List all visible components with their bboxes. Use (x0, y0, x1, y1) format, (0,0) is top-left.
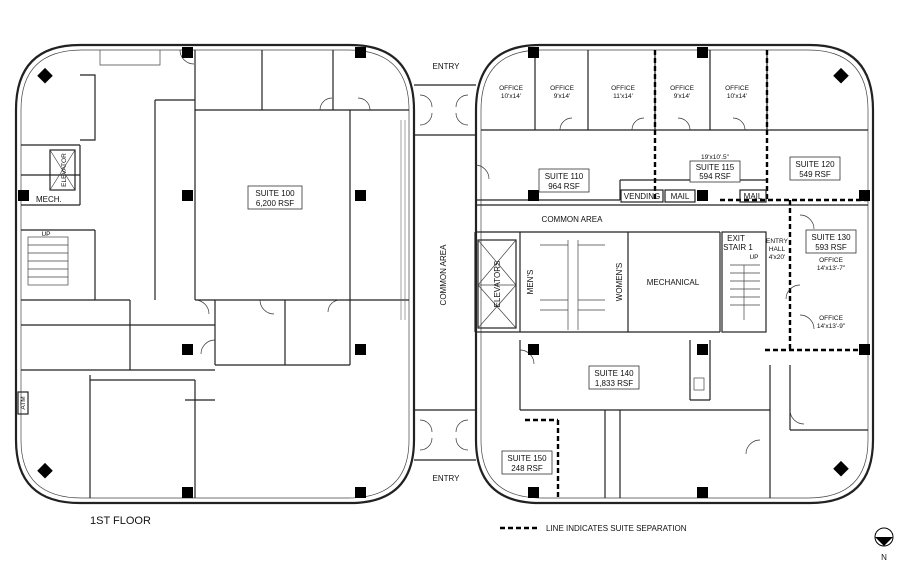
north-arrow-icon: N (874, 527, 894, 562)
svg-text:SUITE 120: SUITE 120 (795, 160, 835, 169)
atm-label: ATM (20, 396, 27, 409)
left-up-label: UP (41, 231, 50, 238)
svg-text:19'x10'.5": 19'x10'.5" (701, 154, 730, 161)
mech-label: MECH. (36, 195, 62, 204)
office-label: OFFICE 11'x14' (611, 85, 635, 100)
svg-text:1,833 RSF: 1,833 RSF (595, 379, 633, 388)
svg-text:14'x13'-9": 14'x13'-9" (817, 323, 846, 330)
svg-text:OFFICE: OFFICE (670, 85, 694, 92)
svg-text:OFFICE: OFFICE (499, 85, 523, 92)
floor-label: 1ST FLOOR (90, 515, 151, 527)
right-up-label: UP (749, 254, 758, 261)
elevators-label: ELEVATORS (493, 261, 502, 308)
svg-text:SUITE 140: SUITE 140 (594, 369, 634, 378)
suite-100-label: SUITE 100 6,200 RSF (247, 185, 303, 210)
office-label: OFFICE 14'x13'-7" (817, 257, 846, 272)
svg-text:OFFICE: OFFICE (819, 315, 843, 322)
svg-text:594 RSF: 594 RSF (699, 172, 731, 181)
mens-label: MEN'S (526, 270, 535, 295)
svg-text:10'x14': 10'x14' (727, 93, 747, 100)
mail-label-1: MAIL (671, 192, 690, 201)
right-stair (721, 231, 767, 333)
svg-text:14'x13'-7": 14'x13'-7" (817, 265, 846, 272)
office-label: OFFICE 9'x14' (550, 85, 574, 100)
elevators-box (477, 239, 517, 329)
stair-label: STAIR 1 (723, 243, 753, 252)
suite-115-label: 19'x10'.5" SUITE 115 594 RSF (689, 154, 741, 183)
svg-text:OFFICE: OFFICE (611, 85, 635, 92)
suite-140-label: SUITE 140 1,833 RSF (588, 365, 640, 390)
left-elevator-label: ELEVATOR (61, 153, 68, 187)
left-building-inner-outline (20, 49, 410, 499)
left-building-outline (14, 43, 416, 505)
suite-150-label: SUITE 150 248 RSF (501, 450, 553, 475)
suite-120-label: SUITE 120 549 RSF (789, 156, 841, 181)
svg-text:OFFICE: OFFICE (550, 85, 574, 92)
suite-130-label: SUITE 130 593 RSF (805, 229, 857, 254)
office-label: OFFICE 9'x14' (670, 85, 694, 100)
entry-top-label: ENTRY (433, 62, 461, 71)
exit-label: EXIT (727, 234, 745, 243)
entry-hall-dims: 4'x20' (769, 254, 786, 261)
svg-text:248 RSF: 248 RSF (511, 464, 543, 473)
svg-text:964 RSF: 964 RSF (548, 182, 580, 191)
entry-hall-label-2: HALL (769, 246, 786, 253)
svg-text:SUITE 100: SUITE 100 (255, 189, 295, 198)
common-area-label: COMMON AREA (542, 215, 604, 224)
svg-text:SUITE 110: SUITE 110 (545, 172, 584, 181)
right-building-outline (474, 43, 875, 505)
svg-text:SUITE 115: SUITE 115 (696, 163, 735, 172)
legend-text: LINE INDICATES SUITE SEPARATION (546, 524, 687, 533)
womens-label: WOMEN'S (615, 263, 624, 301)
suite-separation-line (525, 50, 868, 498)
svg-text:549 RSF: 549 RSF (799, 170, 831, 179)
mechanical-label: MECHANICAL (647, 278, 700, 287)
suite-110-label: SUITE 110 964 RSF (538, 168, 590, 193)
left-building (14, 43, 416, 505)
mail-label-2: MAIL (744, 192, 763, 201)
office-label: OFFICE 10'x14' (499, 85, 523, 100)
svg-text:593 RSF: 593 RSF (815, 243, 847, 252)
svg-text:10'x14': 10'x14' (501, 93, 521, 100)
svg-text:11'x14': 11'x14' (613, 93, 633, 100)
svg-text:OFFICE: OFFICE (725, 85, 749, 92)
north-label: N (881, 553, 887, 562)
svg-text:SUITE 150: SUITE 150 (507, 454, 547, 463)
office-label: OFFICE 10'x14' (725, 85, 749, 100)
left-stair (27, 236, 69, 286)
atm-box (17, 391, 29, 415)
svg-text:9'x14': 9'x14' (554, 93, 571, 100)
svg-text:OFFICE: OFFICE (819, 257, 843, 264)
svg-text:SUITE 130: SUITE 130 (811, 233, 851, 242)
common-area-vertical-label: COMMON AREA (439, 244, 448, 306)
svg-text:6,200 RSF: 6,200 RSF (256, 199, 294, 208)
right-building-inner-outline (480, 49, 869, 499)
common-connector (414, 84, 476, 461)
svg-text:9'x14': 9'x14' (674, 93, 691, 100)
vending-label: VENDING (624, 192, 660, 201)
entry-bottom-label: ENTRY (433, 474, 461, 483)
entry-hall-label: ENTRY (766, 238, 789, 245)
left-elevator (49, 149, 76, 191)
office-label: OFFICE 14'x13'-9" (817, 315, 846, 330)
